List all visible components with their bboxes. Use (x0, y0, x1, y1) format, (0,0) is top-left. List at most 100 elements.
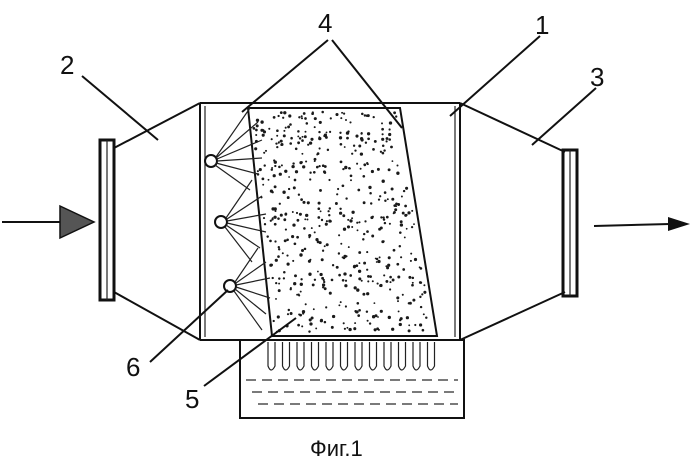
packing-dot (314, 160, 316, 162)
packing-dot (391, 188, 394, 191)
packing-dot (283, 111, 286, 114)
packing-dot (300, 291, 302, 293)
packing-dot (319, 241, 322, 244)
packing-dot (374, 328, 377, 331)
packing-dot (360, 168, 362, 170)
packing-dot (373, 302, 375, 304)
packing-dot (382, 216, 384, 218)
packing-dot (419, 296, 421, 298)
packing-dot (360, 132, 362, 134)
packing-dot (287, 263, 290, 266)
packing-dot (305, 160, 307, 162)
packing-dot (414, 324, 416, 326)
packing-dot (367, 132, 370, 135)
packing-dot (297, 219, 300, 222)
packing-dot (391, 198, 394, 201)
packing-dot (286, 255, 288, 257)
packing-dot (316, 154, 318, 156)
packing-dot (290, 312, 293, 315)
packing-dot (272, 277, 274, 279)
packing-dot (363, 262, 366, 265)
packing-dot (421, 293, 423, 295)
packing-dot (399, 231, 402, 234)
packing-dot (375, 314, 378, 317)
packing-dot (310, 138, 313, 141)
packing-dot (338, 274, 341, 277)
packing-dot (384, 222, 386, 224)
packing-dot (410, 260, 412, 262)
packing-dot (358, 145, 361, 148)
packing-dot (400, 317, 403, 320)
packing-dot (321, 219, 323, 221)
packing-dot (320, 319, 323, 322)
packing-dot (301, 153, 303, 155)
packing-dot (386, 140, 388, 142)
packing-dot (406, 316, 409, 319)
packing-dot (413, 223, 415, 225)
packing-dot (380, 151, 382, 153)
packing-dot (301, 115, 303, 117)
packing-dot (353, 327, 356, 330)
packing-dot (361, 113, 364, 116)
packing-dot (294, 179, 297, 182)
packing-dot (268, 179, 270, 181)
packing-dot (293, 282, 296, 285)
packing-dot (408, 276, 411, 279)
packing-dot (403, 190, 405, 192)
packing-dot (303, 112, 306, 115)
packing-dot (288, 188, 290, 190)
packing-dot (338, 252, 340, 254)
packing-dot (404, 236, 406, 238)
packing-dot (298, 294, 300, 296)
packing-dot (284, 213, 287, 216)
packing-dot (356, 288, 359, 291)
packing-dot (275, 259, 278, 262)
packing-dot (278, 166, 281, 169)
packing-dot (402, 294, 404, 296)
packing-dot (388, 256, 391, 259)
packing-dot (422, 329, 425, 332)
packing-dot (347, 130, 349, 132)
packing-dot (284, 239, 287, 242)
packing-dot (266, 235, 268, 237)
packing-dot (276, 129, 279, 132)
packing-dot (300, 161, 302, 163)
packing-dot (278, 289, 281, 292)
packing-dot (371, 170, 374, 173)
packing-dot (366, 230, 369, 233)
packing-dot (274, 223, 277, 226)
packing-dot (425, 316, 427, 318)
packing-dot (382, 180, 385, 183)
figure-caption: Фиг.1 (310, 436, 363, 461)
drip-line (283, 342, 290, 370)
packing-dot (376, 258, 379, 261)
packing-dot (340, 301, 342, 303)
packing-dot (362, 175, 365, 178)
packing-dot (283, 271, 286, 274)
packing-dot (309, 141, 312, 144)
packing-dot (325, 223, 328, 226)
packing-dot (297, 135, 299, 137)
packing-dot (369, 192, 372, 195)
packing-dot (287, 196, 290, 199)
packing-dot (351, 217, 353, 219)
packing-dot (303, 227, 306, 230)
packing-dot (275, 282, 277, 284)
packing-dot (339, 212, 342, 215)
packing-dot (402, 212, 405, 215)
packing-dot (357, 189, 360, 192)
packing-dot (278, 248, 280, 250)
packing-dot (369, 275, 372, 278)
packing-dot (314, 279, 316, 281)
packing-dot (393, 249, 396, 252)
packing-dot (282, 191, 285, 194)
packing-dot (273, 174, 276, 177)
packing-dot (412, 277, 415, 280)
packing-dot (290, 137, 293, 140)
packing-dot (390, 146, 393, 149)
packing-dot (372, 280, 374, 282)
packing-dot (405, 187, 408, 190)
packing-dot (356, 222, 358, 224)
packing-dot (312, 111, 314, 113)
